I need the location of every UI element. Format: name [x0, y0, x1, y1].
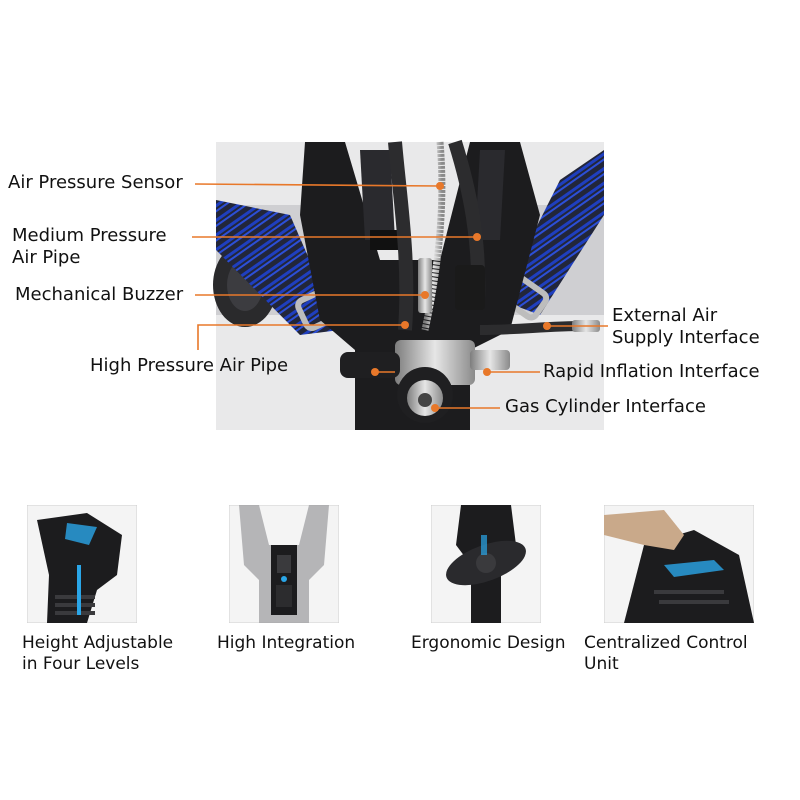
feature-image-ergonomic-design	[431, 505, 541, 623]
left-shoulder-strap	[216, 200, 340, 335]
feature-image-height-adjustable	[27, 505, 137, 623]
leader-air-pressure-sensor	[194, 183, 441, 187]
label-air-pressure-sensor: Air Pressure Sensor	[8, 172, 183, 193]
medium-pressure-hose	[388, 141, 414, 331]
buzzer	[418, 258, 432, 313]
label-rapid-inflation-interface: Rapid Inflation Interface	[543, 361, 760, 382]
device-diagram	[192, 139, 608, 430]
leader-high-pressure-pipe	[197, 324, 405, 350]
label-external-air-supply-interface: External Air Supply Interface	[612, 305, 760, 348]
caption-high-integration: High Integration	[217, 633, 356, 653]
caption-height-adjustable: Height Adjustable in Four Levels	[22, 633, 174, 674]
feature-image-centralized-control	[604, 505, 754, 623]
label-high-pressure-air-pipe: High Pressure Air Pipe	[90, 355, 289, 376]
feature-image-high-integration	[229, 505, 339, 623]
right-shoulder-strap	[500, 150, 604, 315]
label-medium-pressure-air-pipe: Medium Pressure Air Pipe	[12, 225, 167, 268]
label-gas-cylinder-interface: Gas Cylinder Interface	[505, 396, 706, 417]
caption-centralized-control-unit: Centralized Control Unit	[584, 633, 748, 674]
label-mechanical-buzzer: Mechanical Buzzer	[15, 284, 184, 305]
sensor-block	[455, 265, 485, 310]
caption-ergonomic-design: Ergonomic Design	[411, 633, 566, 653]
